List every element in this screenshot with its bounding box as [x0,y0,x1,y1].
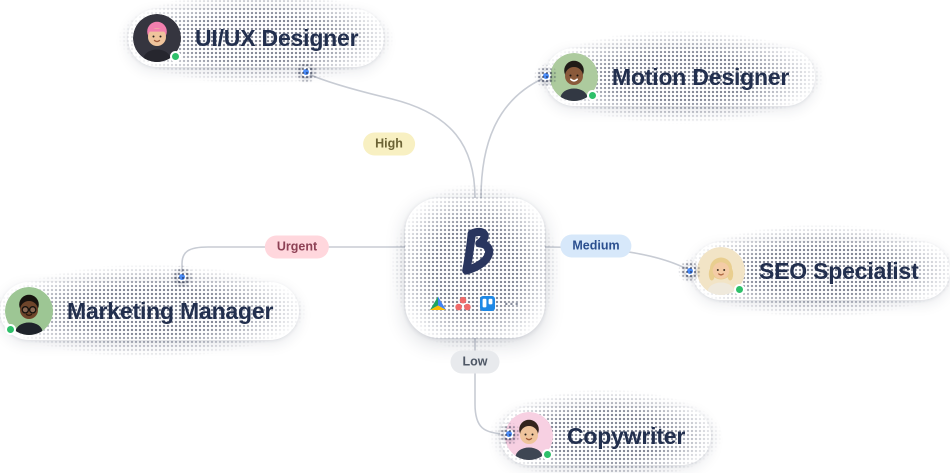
integrations-row: ... [430,291,520,312]
drive-icon[interactable] [430,296,447,311]
avatar-seo-specialist [697,247,745,295]
online-status-dot [734,284,745,295]
online-status-dot [542,449,553,460]
member-card-copywriter[interactable]: Copywriter [500,407,712,465]
member-card-seo-specialist[interactable]: SEO Specialist [692,242,950,300]
member-label: Marketing Manager [67,297,274,324]
member-card-marketing-manager[interactable]: Marketing Manager [0,282,300,340]
online-status-dot [587,90,598,101]
app-logo [452,225,498,279]
member-label: Copywriter [567,422,686,449]
connector-handle-marketing[interactable] [177,272,187,282]
member-label: Motion Designer [612,63,790,90]
avatar-uiux-designer [133,14,181,62]
connector-handle-seo[interactable] [685,266,695,276]
connector-handle-motion[interactable] [541,71,551,81]
connector-handle-uiux[interactable] [301,67,311,77]
priority-badge-high: High [363,132,415,156]
member-card-motion-designer[interactable]: Motion Designer [545,48,816,106]
member-label: SEO Specialist [759,257,919,284]
member-card-uiux-designer[interactable]: UI/UX Designer [128,9,385,67]
priority-badge-medium: Medium [560,234,632,258]
member-label: UI/UX Designer [195,24,359,51]
asana-icon[interactable] [455,296,471,311]
more-apps-button[interactable]: ... [504,291,520,309]
trello-icon[interactable] [480,296,496,311]
avatar-motion-designer [550,53,598,101]
online-status-dot [170,51,181,62]
connector-handle-copywriter[interactable] [504,429,514,439]
online-status-dot [5,324,16,335]
priority-badge-low: Low [450,350,500,374]
priority-badge-urgent: Urgent [264,235,330,259]
center-app-card[interactable]: ... [405,198,545,338]
avatar-marketing-manager [5,287,53,335]
